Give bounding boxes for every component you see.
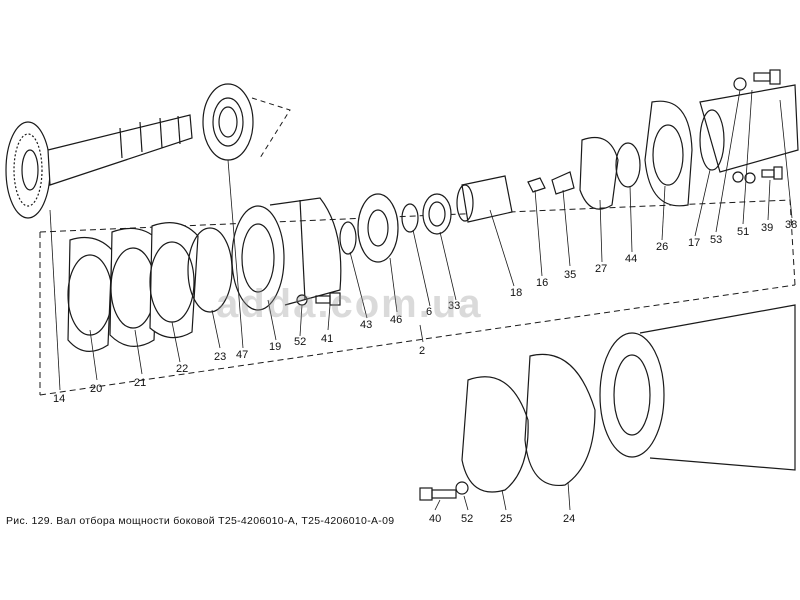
gasket-24 — [524, 353, 596, 487]
part-label-2: 2 — [419, 345, 425, 357]
part-label-24: 24 — [563, 513, 575, 525]
part-label-52: 52 — [294, 336, 306, 348]
bolt-40 — [419, 487, 457, 501]
cover-plate-25 — [461, 376, 529, 493]
snap-ring-43 — [339, 221, 357, 255]
housing-19 — [231, 197, 342, 311]
housing-17 — [699, 84, 799, 173]
part-label-14: 14 — [53, 393, 65, 405]
part-label-20: 20 — [90, 383, 102, 395]
part-label-6: 6 — [426, 306, 432, 318]
ring-6 — [401, 203, 419, 233]
part-label-51: 51 — [737, 226, 749, 238]
part-labels: 14 20 21 22 23 47 19 52 41 43 46 6 33 18… — [53, 219, 797, 525]
part-label-16: 16 — [536, 277, 548, 289]
gear-shaft — [5, 114, 193, 219]
part-label-26: 26 — [656, 241, 668, 253]
part-label-53: 53 — [710, 234, 722, 246]
bearing-46 — [357, 193, 399, 263]
washer-51a — [732, 171, 744, 183]
part-label-43: 43 — [360, 319, 372, 331]
washer-52b — [455, 481, 469, 495]
part-label-21: 21 — [134, 377, 146, 389]
gasket-27 — [579, 136, 619, 210]
part-label-46: 46 — [390, 314, 402, 326]
part-label-23: 23 — [214, 351, 226, 363]
gasket-set — [67, 222, 199, 352]
part-label-17: 17 — [688, 237, 700, 249]
part-label-33: 33 — [448, 300, 460, 312]
plug-35 — [551, 171, 575, 195]
watermark: adda.com.ua — [216, 282, 483, 326]
washer-53 — [733, 77, 747, 91]
bearing-47 — [202, 83, 254, 161]
cover-26 — [644, 100, 693, 207]
leader-lines — [49, 89, 793, 511]
bolt-39 — [761, 166, 783, 180]
part-label-22: 22 — [176, 363, 188, 375]
washer-51b — [744, 172, 756, 184]
sleeve-18 — [456, 175, 513, 223]
figure-caption: Рис. 129. Вал отбора мощности боковой Т2… — [6, 515, 395, 527]
part-label-40: 40 — [429, 513, 441, 525]
part-label-52b: 52 — [461, 513, 473, 525]
bushing-33 — [422, 193, 452, 235]
part-label-38: 38 — [785, 219, 797, 231]
part-label-47: 47 — [236, 349, 248, 361]
bolt-top — [753, 69, 781, 85]
part-label-27: 27 — [595, 263, 607, 275]
housing-flange — [599, 304, 796, 471]
part-label-19: 19 — [269, 341, 281, 353]
o-ring-23 — [187, 227, 233, 313]
seal-44 — [615, 142, 641, 188]
part-label-44: 44 — [625, 253, 637, 265]
part-label-18: 18 — [510, 287, 522, 299]
part-label-41: 41 — [321, 333, 333, 345]
washer-16 — [527, 177, 546, 193]
bolt-41 — [315, 292, 341, 306]
part-label-39: 39 — [761, 222, 773, 234]
part-label-35: 35 — [564, 269, 576, 281]
part-label-25: 25 — [500, 513, 512, 525]
